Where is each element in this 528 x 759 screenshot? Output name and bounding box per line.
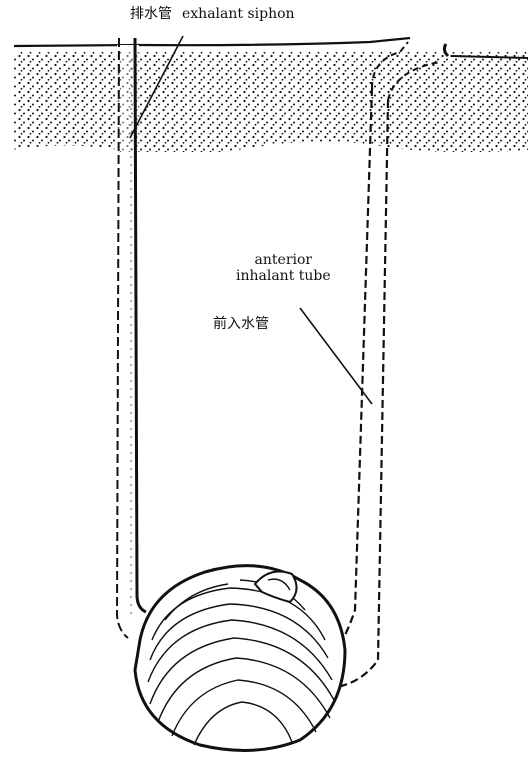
anterior-inhalant-tube-label-en: anterior inhalant tube (236, 252, 331, 284)
sediment-surface-line (14, 38, 410, 46)
exhalant-siphon-label: 排水管 exhalant siphon (130, 6, 295, 22)
anterior-label-line1: anterior (236, 252, 331, 268)
clam-shell (135, 566, 345, 751)
anterior-inhalant-tube-label-cn: 前入水管 (213, 316, 269, 332)
exhalant-siphon-label-cn: 排水管 (130, 6, 172, 22)
leader-line-anterior (300, 308, 372, 404)
exhalant-siphon-label-en: exhalant siphon (182, 6, 295, 22)
anterior-label-line2: inhalant tube (236, 268, 331, 284)
sediment-layer (0, 52, 528, 170)
